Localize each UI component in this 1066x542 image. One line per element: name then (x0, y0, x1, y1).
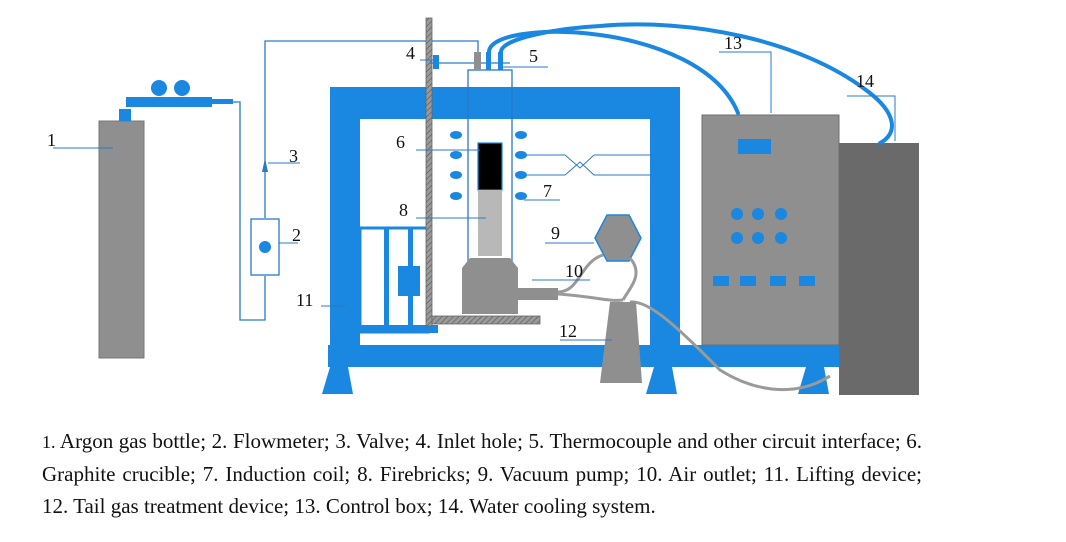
label-1: 1 (47, 130, 56, 150)
label-8: 8 (399, 200, 408, 220)
figure-caption: 1. Argon gas bottle; 2. Flowmeter; 3. Va… (42, 425, 922, 522)
control-box (701, 114, 840, 346)
number-labels: 1 2 3 4 5 6 7 8 9 10 11 12 13 14 (47, 33, 874, 341)
furnace-diagram: 1 2 3 4 5 6 7 8 9 10 11 12 13 14 (47, 17, 919, 395)
exhaust-pipes (557, 253, 831, 391)
label-13: 13 (724, 33, 742, 53)
label-9: 9 (551, 223, 560, 243)
crucible-support (462, 258, 558, 314)
argon-gas-bottle (98, 80, 233, 359)
thermocouple-interface (486, 52, 503, 70)
label-14: 14 (856, 71, 874, 91)
lifting-device (358, 226, 438, 334)
caption-text: Argon gas bottle; 2. Flowmeter; 3. Valve… (42, 429, 922, 518)
power-cables (487, 22, 894, 145)
label-11: 11 (296, 290, 313, 310)
coil-leads (527, 154, 652, 176)
valve (262, 158, 268, 172)
label-3: 3 (289, 146, 298, 166)
inlet-hole (433, 52, 481, 70)
water-cooling-system (839, 143, 919, 395)
induction-coil (450, 131, 527, 200)
caption-number-1: 1. (42, 432, 56, 452)
label-12: 12 (559, 321, 577, 341)
label-6: 6 (396, 132, 405, 152)
lifting-rod (425, 17, 541, 327)
furnace-frame (322, 87, 850, 394)
label-5: 5 (529, 46, 538, 66)
label-7: 7 (543, 181, 552, 201)
gas-supply-line (233, 40, 479, 321)
vacuum-pump (594, 214, 642, 262)
label-10: 10 (565, 261, 583, 281)
label-4: 4 (406, 43, 415, 63)
firebricks (478, 190, 502, 256)
leader-lines (53, 51, 896, 341)
graphite-crucible (477, 142, 503, 191)
tail-gas-device (600, 302, 642, 383)
flowmeter (250, 218, 280, 276)
label-2: 2 (292, 225, 301, 245)
